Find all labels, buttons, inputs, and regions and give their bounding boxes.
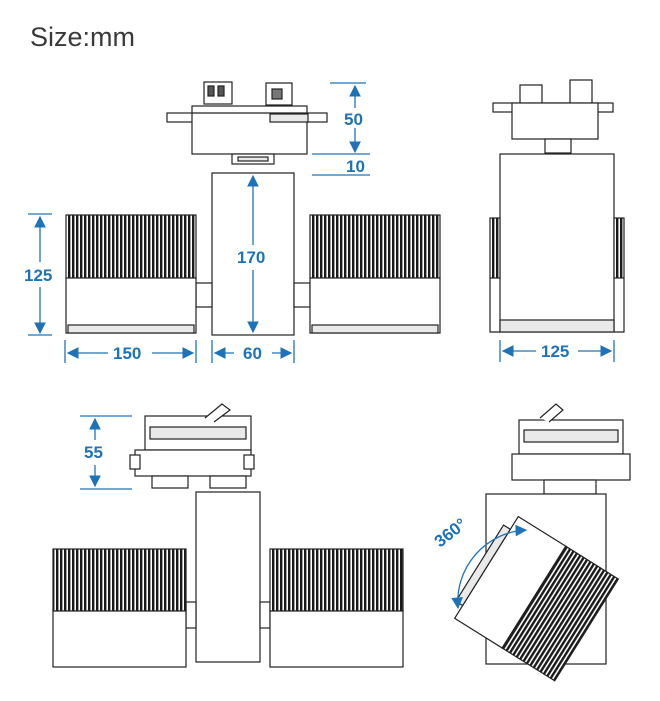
front-dimensions [28, 82, 370, 363]
page-title: Size:mm [30, 22, 136, 52]
front-view [65, 81, 441, 336]
front-head-right [293, 214, 441, 334]
mounted-front-view [52, 403, 404, 668]
adapter-gap-label: 10 [346, 157, 365, 176]
side-view [489, 79, 625, 333]
head-height-label: 125 [24, 266, 52, 285]
front-head-left [65, 214, 213, 334]
front-adapter [166, 81, 328, 165]
mounted-dimensions [80, 415, 132, 490]
rotation-label: 360° [431, 514, 471, 551]
head-width-label: 150 [113, 344, 141, 363]
rotated-view [453, 403, 631, 682]
side-dimensions [499, 340, 615, 362]
lower-adapter-height-label: 55 [84, 443, 103, 462]
adapter-height-label: 50 [344, 110, 363, 129]
rotation-arc-icon [451, 524, 528, 610]
side-width-label: 125 [541, 342, 569, 361]
body-width-label: 60 [243, 344, 262, 363]
body-height-label: 170 [237, 248, 265, 267]
